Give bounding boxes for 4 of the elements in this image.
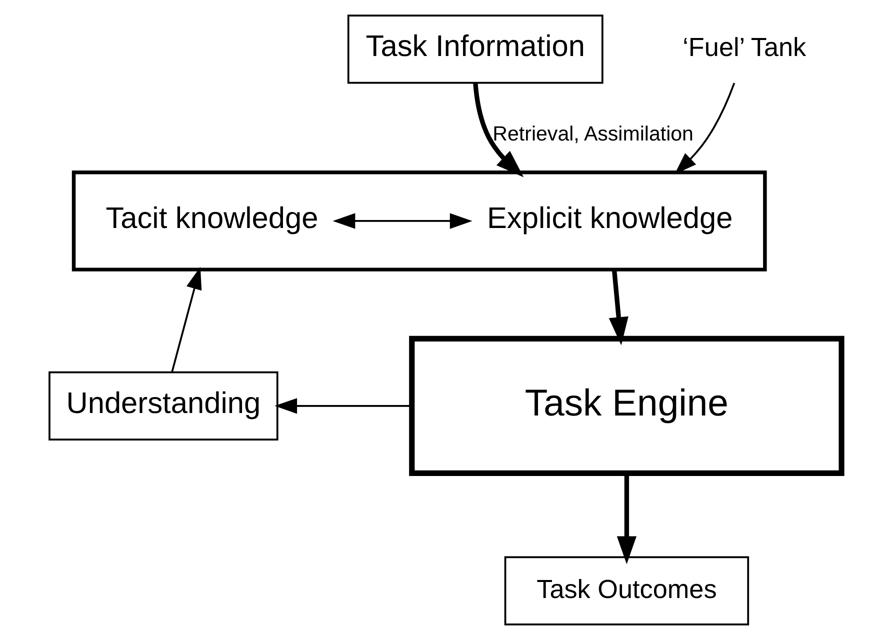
node-text: Explicit knowledge [487,202,733,236]
edge-label: Retrieval, Assimilation [492,122,694,146]
node-text: ‘Fuel’ Tank [682,32,806,62]
node-text: Tacit knowledge [106,202,318,236]
